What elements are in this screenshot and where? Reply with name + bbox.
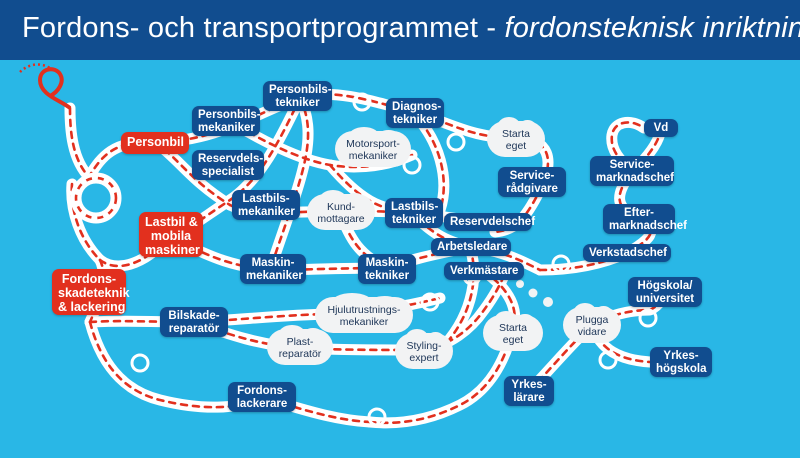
cloud-label: Styling- expert: [406, 340, 442, 364]
entry-fordonsskadeteknik[interactable]: Fordons- skadeteknik & lackering: [52, 269, 130, 315]
road-loop-marker: [130, 353, 150, 373]
cloud-label: Plugga vidare: [575, 314, 609, 338]
cloud-kundmottagare[interactable]: Kund- mottagare: [310, 190, 372, 227]
career-lastbilstekniker[interactable]: Lastbils- tekniker: [385, 198, 443, 228]
thought-dot: [516, 280, 524, 288]
cloud-motorsportmekaniker[interactable]: Motorsport- mekaniker: [338, 127, 408, 164]
road-loop-marker: [638, 308, 658, 328]
road-dash: [153, 140, 232, 207]
cloud-label: Starta eget: [501, 128, 530, 152]
road-loop-marker: [551, 254, 571, 274]
title-italic: fordonsteknisk inriktning: [504, 12, 800, 44]
career-yrkeslarare[interactable]: Yrkes- lärare: [504, 376, 554, 406]
cloud-label: Hjulutrustnings- mekaniker: [327, 304, 401, 328]
road-dash: [268, 96, 310, 272]
career-reservdelsspecialist[interactable]: Reservdels- specialist: [192, 150, 264, 180]
career-verkstadschef[interactable]: Verkstadschef: [583, 244, 671, 262]
road-dash: [422, 269, 508, 352]
career-yrkeshogskola[interactable]: Yrkes- högskola: [650, 347, 712, 377]
cloud-label: Starta eget: [498, 322, 527, 346]
thought-dot: [528, 288, 538, 298]
road-loop-marker: [446, 132, 466, 152]
career-diagnostekniker[interactable]: Diagnos- tekniker: [386, 98, 444, 128]
cloud-plastreparator[interactable]: Plast- reparatör: [270, 325, 330, 362]
career-personbilstekniker[interactable]: Personbils- tekniker: [263, 81, 332, 111]
career-eftermarknadschef[interactable]: Efter- marknadschef: [603, 204, 687, 234]
road-loop-marker: [420, 292, 440, 312]
career-verkmastare[interactable]: Verkmästare: [444, 262, 524, 280]
career-map: Personbil Lastbil & mobila maskiner Ford…: [0, 60, 800, 458]
road-loop-marker: [598, 350, 618, 370]
career-fordonslackerare[interactable]: Fordons- lackerare: [228, 382, 296, 412]
road-dash: [88, 320, 262, 409]
header-bar: Fordons- och transportprogrammet - fordo…: [0, 0, 800, 60]
cloud-label: Kund- mottagare: [317, 201, 365, 225]
page-title: Fordons- och transportprogrammet - fordo…: [22, 12, 800, 45]
cloud-label: Plast- reparatör: [278, 336, 322, 360]
cloud-plugga-vidare[interactable]: Plugga vidare: [566, 303, 618, 340]
career-hogskola-universitet[interactable]: Högskola/ universitet: [628, 277, 702, 307]
career-maskintekniker[interactable]: Maskin- tekniker: [358, 254, 416, 284]
road-loop-marker: [352, 92, 372, 112]
cloud-hjulutrustningsmekaniker[interactable]: Hjulutrustnings- mekaniker: [318, 293, 410, 330]
roundabout-dash: [74, 176, 118, 220]
road-dash: [86, 140, 157, 180]
career-personbilsmekaniker[interactable]: Personbils- mekaniker: [192, 106, 261, 136]
career-maskinmekaniker[interactable]: Maskin- mekaniker: [240, 254, 306, 284]
entry-lastbil-mobila-maskiner[interactable]: Lastbil & mobila maskiner: [139, 212, 203, 257]
road-dash: [88, 258, 105, 324]
cloud-label: Motorsport- mekaniker: [346, 138, 400, 162]
career-arbetsledare[interactable]: Arbetsledare: [431, 238, 511, 256]
cloud-stylingexpert[interactable]: Styling- expert: [398, 329, 450, 366]
entry-personbil[interactable]: Personbil: [121, 132, 189, 154]
start-trail-icon: [19, 63, 51, 73]
start-symbol-icon: [37, 67, 72, 110]
road-dash: [70, 182, 102, 262]
thought-dot: [543, 297, 553, 307]
road-dash: [68, 106, 92, 180]
cloud-starta-eget-top[interactable]: Starta eget: [490, 117, 542, 154]
road-dash: [468, 245, 542, 272]
career-lastbilsmekaniker[interactable]: Lastbils- mekaniker: [232, 190, 300, 220]
road-dash: [258, 395, 372, 424]
career-serviceradgivare[interactable]: Service- rådgivare: [498, 167, 566, 197]
road-loop-marker: [402, 155, 422, 175]
career-bilskadereparator[interactable]: Bilskade- reparatör: [160, 307, 228, 337]
career-vd[interactable]: Vd: [644, 119, 678, 137]
career-reservdelschef[interactable]: Reservdelschef: [444, 213, 535, 231]
career-servicemarknadschef[interactable]: Service- marknadschef: [590, 156, 674, 186]
title-main: Fordons- och transportprogrammet -: [22, 12, 505, 44]
road-dash: [368, 330, 514, 425]
road-loop-marker: [367, 407, 387, 427]
cloud-starta-eget-bottom[interactable]: Starta eget: [486, 311, 540, 348]
